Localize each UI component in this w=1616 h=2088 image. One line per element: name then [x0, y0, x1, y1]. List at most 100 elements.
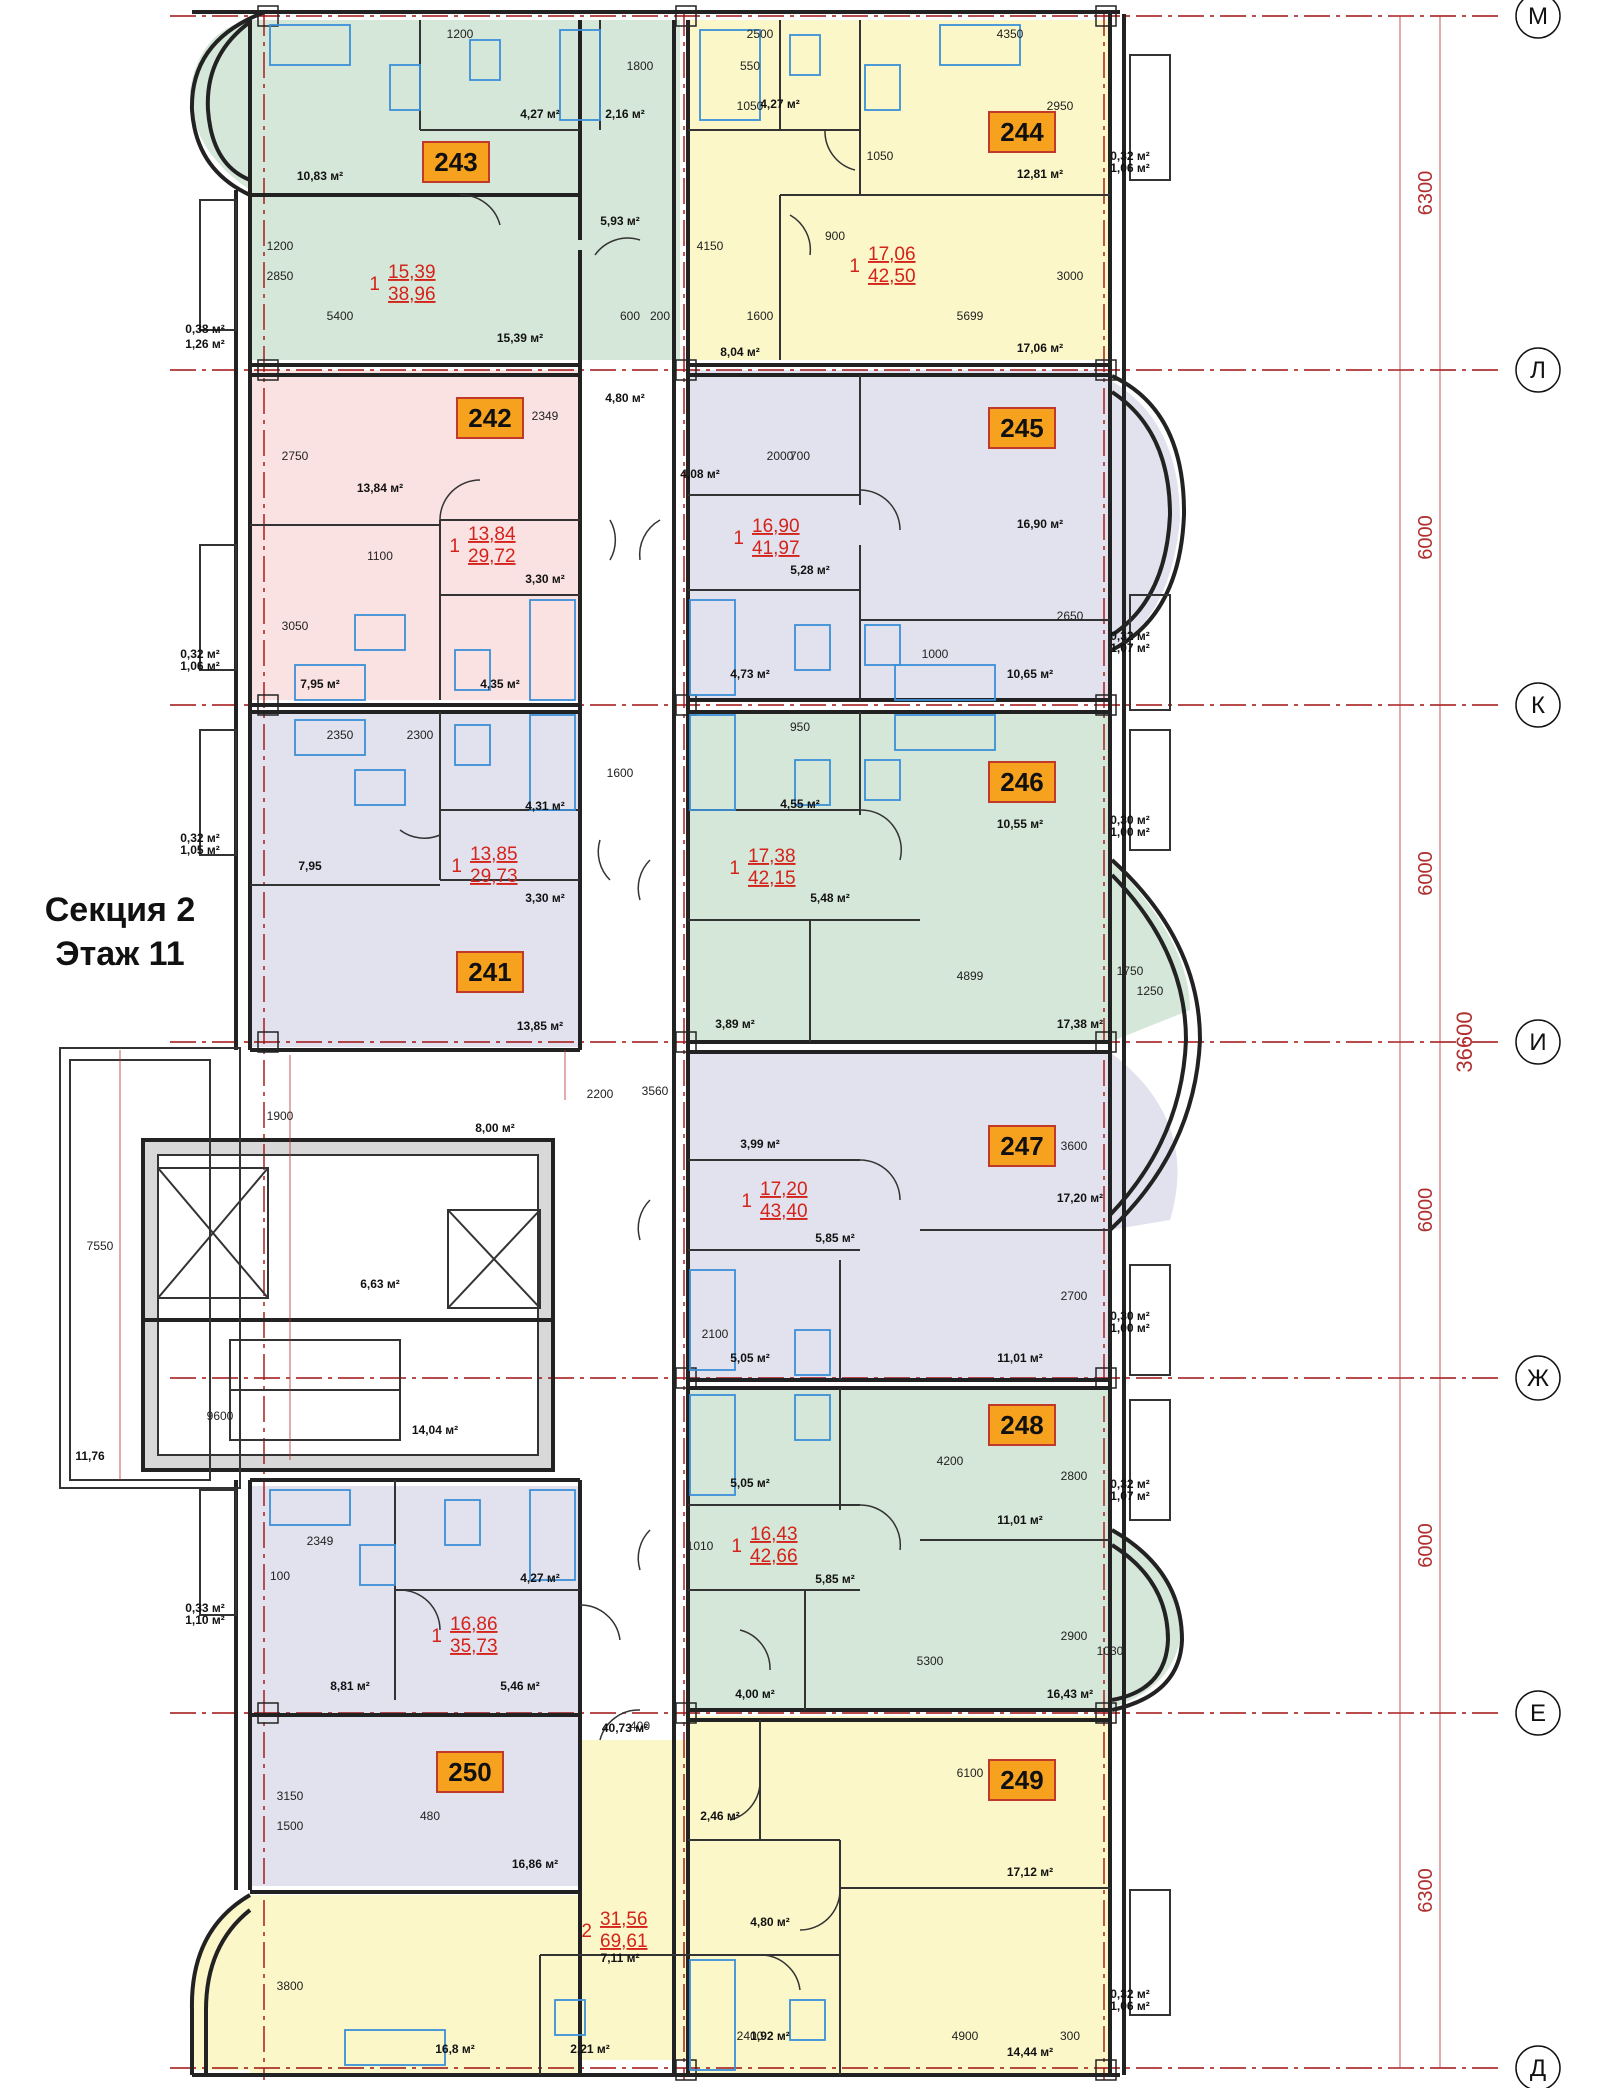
room-area-a243-1: 4,27 м²: [520, 107, 560, 121]
axis-label: Е: [1530, 1700, 1546, 1727]
room-area-a242-1: 3,30 м²: [525, 572, 565, 586]
dimension-label-8: 4150: [697, 239, 724, 253]
apartment-badge-242: 242: [456, 397, 524, 439]
living-area: 17,06: [868, 244, 916, 265]
room-area-a248-1: 11,01 м²: [997, 1513, 1043, 1527]
room-area-a241-2: 3,30 м²: [525, 891, 565, 905]
apartment-number: 247: [1000, 1131, 1043, 1161]
total-area: 41,97: [752, 538, 800, 559]
axis-circle: [1515, 682, 1561, 728]
apt-243-fill: [250, 20, 680, 360]
section-floor-title: Секция 2 Этаж 11: [0, 888, 240, 976]
room-area-a241-0: 7,95: [298, 859, 322, 873]
badge-box: [436, 1751, 504, 1793]
dimension-label-31: 1750: [1117, 964, 1144, 978]
total-area: 69,61: [600, 1931, 648, 1952]
badge-box: [988, 1125, 1056, 1167]
dimension-label-54: 480: [420, 1809, 440, 1823]
axis-label: Л: [1530, 357, 1546, 384]
dimension-label-56: 1030: [1097, 1644, 1124, 1658]
dimension-label-32: 1250: [1137, 984, 1164, 998]
apt-245-bay: [1110, 380, 1180, 650]
room-count: 1: [729, 858, 740, 879]
dimension-label-18: 2750: [282, 449, 309, 463]
axis-marker-1: Л: [1515, 347, 1561, 393]
apartment-number: 241: [468, 957, 511, 987]
dimension-label-43: 5300: [917, 1654, 944, 1668]
axis-marker-4: Ж: [1515, 1355, 1561, 1401]
dimension-label-16: 2850: [267, 269, 294, 283]
room-area-corridor-5: 40,73 м²: [602, 1721, 648, 1735]
room-area-a246-2: 5,48 м²: [810, 891, 850, 905]
room-area-a244-0: 4,27 м²: [760, 97, 800, 111]
room-area-corridor-1: 8,00 м²: [475, 1121, 515, 1135]
room-area-corridor-3: 14,04 м²: [412, 1423, 458, 1437]
doors: [399, 129, 903, 1991]
apartment-number: 249: [1000, 1765, 1043, 1795]
room-count: 1: [451, 856, 462, 877]
axis-circle: [1515, 0, 1561, 39]
room-area-a245-5: 0,32 м²: [1110, 629, 1150, 643]
dimension-label-14: 600: [620, 309, 640, 323]
dimension-label-27: 2350: [327, 728, 354, 742]
dimension-label-36: 7550: [87, 1239, 114, 1253]
total-area: 42,50: [868, 266, 916, 287]
axis-circle: [1515, 347, 1561, 393]
total-area: 38,96: [388, 284, 436, 305]
room-count: 1: [431, 1626, 442, 1647]
axis-spacing-5: 6300: [1415, 1868, 1437, 1913]
stair-core-inner: [158, 1155, 538, 1455]
room-area-a244-4: 8,04 м²: [720, 345, 760, 359]
living-area: 17,20: [760, 1179, 808, 1200]
fixtures: [269, 24, 1021, 2071]
dimension-label-9: 900: [825, 229, 845, 243]
apt-249-living: [580, 1740, 688, 2060]
dimension-label-48: 3800: [277, 1979, 304, 1993]
axis-spacing-2: 6000: [1415, 851, 1437, 896]
axis-label: К: [1531, 692, 1545, 719]
room-area-a246-4: 17,38 м²: [1057, 1017, 1103, 1031]
axis-label: М: [1528, 3, 1548, 30]
apartment-badge-243: 243: [422, 141, 490, 183]
living-area: 16,90: [752, 516, 800, 537]
axis-label: И: [1529, 1029, 1546, 1056]
dimension-label-1: 1800: [627, 59, 654, 73]
dimension-label-52: 100: [270, 1569, 290, 1583]
room-area-a242-3: 4,35 м²: [480, 677, 520, 691]
dimension-label-46: 3150: [277, 1789, 304, 1803]
room-area-corridor-2: 6,63 м²: [360, 1277, 400, 1291]
room-area-a246-6: 1,00 м²: [1110, 825, 1150, 839]
dimension-label-29: 1600: [607, 766, 634, 780]
dimension-label-24: 2650: [1057, 609, 1084, 623]
room-area-a243-6: 1,26 м²: [185, 337, 225, 351]
room-area-a247-3: 5,05 м²: [730, 1351, 770, 1365]
room-area-a242-4: 0,32 м²: [180, 647, 220, 661]
room-area-a247-6: 1,00 м²: [1110, 1321, 1150, 1335]
dimension-label-57: 2100: [702, 1327, 729, 1341]
dimension-label-12: 1600: [747, 309, 774, 323]
room-area-a247-0: 3,99 м²: [740, 1137, 780, 1151]
dimension-label-23: 700: [790, 449, 810, 463]
dimension-label-44: 2349: [307, 1534, 334, 1548]
living-area: 15,39: [388, 262, 436, 283]
apt-243-bay: [190, 20, 250, 190]
dimension-label-10: 3000: [1057, 269, 1084, 283]
room-area-a249-8: 0,32 м²: [1110, 1987, 1150, 2001]
room-area-a242-5: 1,06 м²: [180, 659, 220, 673]
room-area-a243-4: 15,39 м²: [497, 331, 543, 345]
room-area-corridor-4: 11,76: [75, 1449, 105, 1463]
dimension-label-11: 5699: [957, 309, 984, 323]
room-area-a248-4: 16,43 м²: [1047, 1687, 1093, 1701]
room-area-a245-6: 1,07 м²: [1110, 641, 1150, 655]
badge-box: [988, 111, 1056, 153]
living-area: 13,84: [468, 524, 516, 545]
dimension-label-5: 1050: [737, 99, 764, 113]
living-area: 17,38: [748, 846, 796, 867]
